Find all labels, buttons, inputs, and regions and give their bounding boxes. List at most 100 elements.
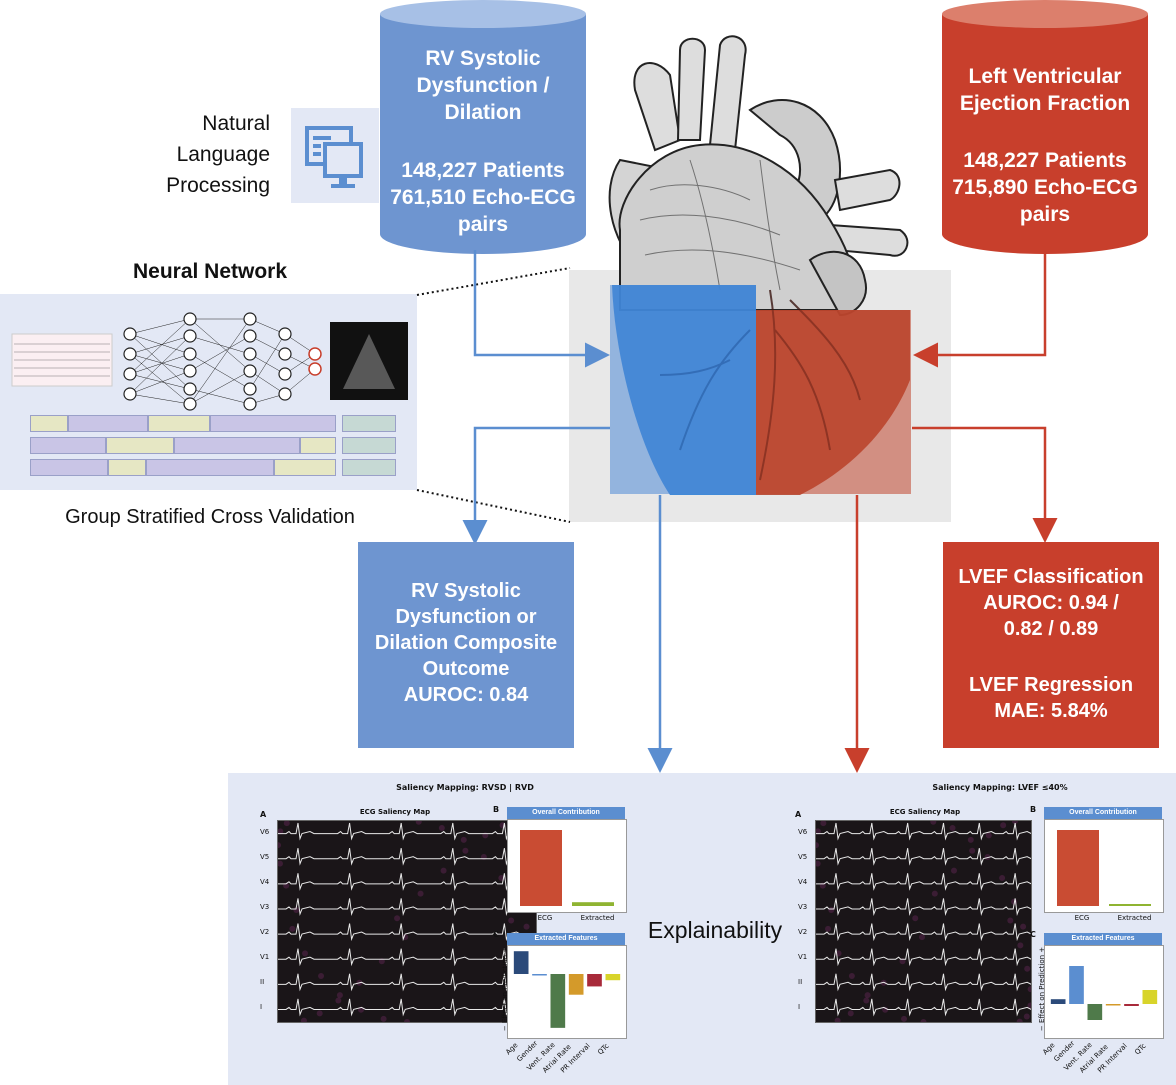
left-saliency-speck — [438, 824, 445, 831]
left-ecg-title: ECG Saliency Map — [359, 808, 431, 816]
left-lead-label-i: I — [260, 1003, 263, 1012]
right-ecg-trace-v3 — [816, 898, 1032, 916]
right-features-title: Extracted Features — [1044, 933, 1162, 945]
left-ecg-trace-ii — [278, 973, 536, 992]
right-feature-bar-atrial-rate — [1105, 1004, 1121, 1006]
left-feature-bar-pr-interval — [587, 974, 602, 987]
cv-fold-2-seg-1 — [30, 437, 106, 454]
left-saliency-speck — [276, 860, 283, 867]
right-saliency-speck — [949, 824, 956, 831]
lvef-regression-title: LVEF Regression — [968, 674, 1134, 696]
right-saliency-speck — [918, 934, 925, 941]
right-ecg-title: ECG Saliency Map — [889, 808, 961, 816]
cv-fold-3-seg-4 — [274, 459, 336, 476]
right-saliency-speck — [847, 1010, 854, 1017]
right-feature-bar-gender — [1069, 966, 1084, 1004]
left-saliency-speck — [394, 915, 401, 922]
right-ecg-trace-i — [816, 998, 1032, 1017]
neural-network-title: Neural Network — [132, 260, 288, 283]
left-ecg-trace-v2 — [278, 923, 536, 942]
lvef-classification-auroc-2: 0.82 / 0.89 — [1003, 618, 1099, 640]
cv-fold-1-seg-4 — [210, 415, 336, 432]
right-lead-label-i: I — [798, 1003, 801, 1012]
cv-fold-2-test — [342, 437, 396, 454]
right-saliency-speck — [828, 906, 835, 913]
cv-fold-2-seg-4 — [300, 437, 336, 454]
right-ecg-trace-v4 — [816, 873, 1032, 891]
left-overall-cat-1: ECG — [537, 914, 553, 922]
cv-fold-1-seg-1 — [30, 415, 68, 432]
right-overall-bar-ecg — [1057, 830, 1099, 906]
cv-fold-1-seg-3 — [148, 415, 210, 432]
right-panel-a-label: A — [795, 810, 802, 819]
right-features-chart — [1044, 945, 1164, 1039]
right-feature-bar-vent-rate — [1087, 1004, 1103, 1020]
left-ecg-traces — [275, 818, 539, 1025]
right-lead-label-v1: V1 — [798, 953, 808, 962]
left-saliency-speck — [283, 820, 290, 827]
cv-fold-3-seg-2 — [108, 459, 146, 476]
right-saliency-title: Saliency Mapping: LVEF ≤40% — [932, 783, 1068, 792]
explainability-label: Explainability — [647, 917, 783, 943]
left-saliency-title: Saliency Mapping: RVSD | RVD — [396, 783, 534, 792]
right-saliency-speck — [1027, 986, 1034, 993]
right-saliency-speck — [920, 1019, 927, 1025]
right-ecg-trace-v2 — [816, 923, 1032, 942]
left-saliency-speck — [335, 997, 342, 1004]
right-lead-label-ii: II — [798, 978, 803, 987]
cv-fold-3-seg-3 — [146, 459, 274, 476]
right-saliency-speck — [820, 820, 827, 827]
rv-dataset-cylinder — [380, 0, 586, 254]
right-feature-bar-qtc — [1142, 990, 1158, 1004]
right-ecg-trace-v5 — [816, 848, 1032, 866]
left-feature-bar-vent-rate — [550, 974, 566, 1028]
right-saliency-speck — [882, 1006, 889, 1013]
rv-dataset-patients: 148,227 Patients — [401, 159, 565, 182]
right-saliency-figure: Saliency Mapping: LVEF ≤40% A ECG Salien… — [790, 780, 1175, 1080]
right-lead-label-v2: V2 — [798, 928, 808, 937]
lvef-dataset-cylinder — [942, 0, 1148, 254]
right-saliency-speck — [814, 860, 821, 867]
right-saliency-speck — [967, 836, 974, 843]
right-ecg-trace-v1 — [816, 948, 1032, 967]
right-feature-label-qtc: QTc — [1132, 1041, 1148, 1057]
rv-outcome-auroc: AUROC: 0.84 — [403, 684, 529, 706]
right-saliency-speck — [930, 818, 937, 825]
lvef-classification-title: LVEF Classification — [958, 566, 1144, 588]
right-ecg-saliency-map — [813, 818, 1034, 1025]
right-feature-bar-age — [1050, 999, 1066, 1004]
right-saliency-speck — [1017, 942, 1024, 949]
right-lead-label-v4: V4 — [798, 877, 808, 886]
right-saliency-speck — [1007, 917, 1014, 924]
right-overall-bars — [1057, 830, 1151, 906]
lvef-regression-mae: MAE: 5.84% — [994, 700, 1108, 722]
right-ecg-trace-v6 — [816, 822, 1032, 841]
right-ecg-traces — [813, 818, 1034, 1025]
right-saliency-speck — [825, 925, 832, 932]
rv-outcome-box: RV Systolic Dysfunction or Dilation Comp… — [358, 542, 574, 748]
right-features-ylabel: − Effect on Prediction + — [1038, 946, 1046, 1032]
rv-outcome-line2: Dysfunction or — [395, 606, 537, 628]
rv-dataset-title: RV Systolic Dysfunction / Dilation — [416, 47, 550, 124]
left-panel-a-label: A — [260, 810, 267, 819]
left-feature-bar-qtc — [605, 974, 621, 981]
right-saliency-speck — [1016, 1018, 1023, 1025]
left-saliency-figure: Saliency Mapping: RVSD | RVD A ECG Salie… — [255, 780, 635, 1080]
lvef-dataset-patients: 148,227 Patients — [963, 149, 1127, 172]
nlp-label-line1: Natural — [202, 112, 270, 135]
right-lead-label-v6: V6 — [798, 827, 808, 836]
right-saliency-speck — [931, 890, 938, 897]
rv-outcome-line4: Outcome — [422, 658, 510, 680]
right-saliency-speck — [899, 958, 906, 965]
right-features-bars — [1050, 966, 1158, 1020]
right-ecg-trace-ii — [816, 973, 1032, 992]
left-ecg-trace-v1 — [278, 948, 536, 967]
left-overall-chart — [507, 819, 627, 913]
right-panel-b-label: B — [1030, 805, 1037, 814]
cv-fold-2-seg-2 — [106, 437, 174, 454]
left-panel-b-label: B — [493, 805, 500, 814]
right-overall-bar-extracted — [1109, 904, 1151, 906]
cv-fold-3-seg-1 — [30, 459, 108, 476]
cv-fold-3-test — [342, 459, 396, 476]
left-ecg-saliency-map — [275, 818, 539, 1025]
